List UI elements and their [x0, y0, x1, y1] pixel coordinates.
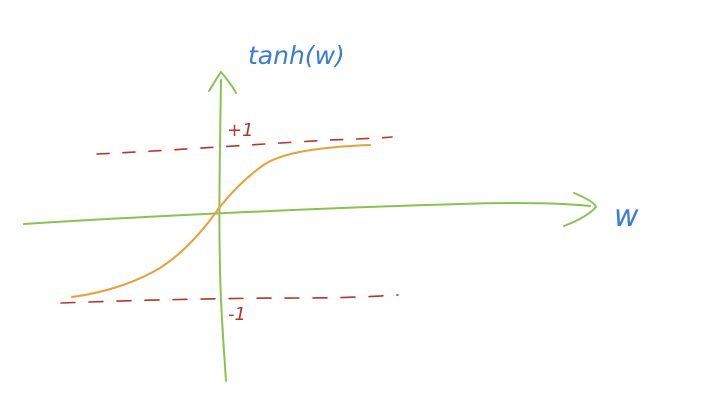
- x-axis-label: w: [614, 199, 639, 234]
- lower-asymptote-label: -1: [228, 304, 246, 325]
- upper-asymptote-label: +1: [227, 120, 254, 141]
- x-axis-line: [23, 201, 591, 225]
- y-axis-label: tanh(w): [248, 41, 345, 70]
- y-axis-line: [218, 79, 227, 382]
- y-axis-arrowhead: [208, 70, 237, 94]
- tanh-curve: [71, 144, 371, 298]
- lower-asymptote-line: [60, 294, 399, 304]
- upper-asymptote-line: [96, 136, 393, 155]
- x-axis-arrowhead: [563, 192, 598, 227]
